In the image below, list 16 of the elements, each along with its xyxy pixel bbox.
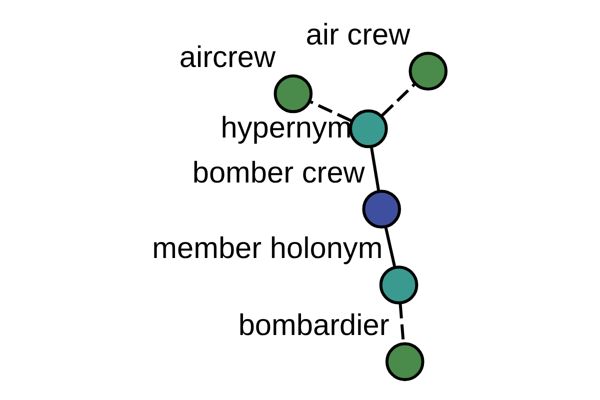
connector xyxy=(370,146,380,192)
connector xyxy=(308,100,352,122)
node-circle xyxy=(385,342,424,382)
connector xyxy=(381,82,416,116)
node-circle xyxy=(349,109,388,148)
node-circle xyxy=(408,52,448,91)
connector xyxy=(384,226,396,268)
node-label: member holonym xyxy=(152,232,383,266)
node-label: air crew xyxy=(306,18,410,52)
node-label: aircrew xyxy=(179,40,276,74)
node-circle xyxy=(362,190,402,229)
node-label: bombardier xyxy=(238,308,390,342)
node-label: hypernym xyxy=(220,112,352,145)
node-circle xyxy=(274,74,313,114)
node-circle xyxy=(379,266,418,304)
node-label: bomber crew xyxy=(192,156,365,190)
